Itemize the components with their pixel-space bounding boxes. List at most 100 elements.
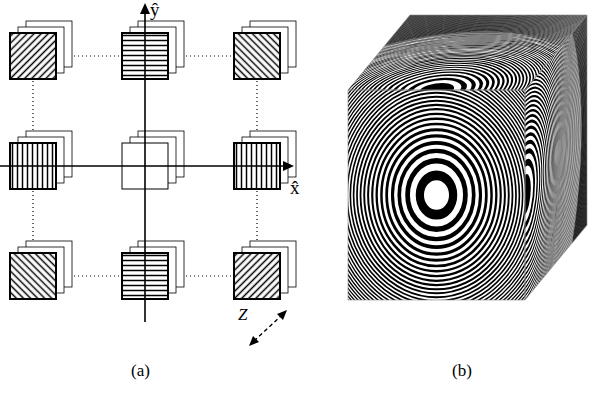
zone-ring [232, 0, 604, 401]
zone-ring [461, 0, 588, 401]
zone-ring [264, 0, 604, 400]
zone-ring [454, 0, 595, 401]
z-direction-arrow [249, 310, 287, 346]
zone-ring [455, 0, 595, 401]
zone-ring [325, 63, 547, 327]
zone-ring [221, 0, 604, 401]
zone-ring [462, 0, 588, 401]
grating-stack [10, 21, 72, 79]
zone-ring [286, 16, 588, 374]
axis-label: Z [238, 306, 247, 325]
zone-ring [420, 175, 453, 214]
zone-ring [250, 0, 604, 401]
zone-ring [328, 66, 545, 324]
ring-cube [155, 0, 604, 401]
zone-ring [237, 0, 604, 401]
zone-ring [248, 0, 604, 401]
zone-ring [357, 101, 516, 290]
zone-ring [350, 93, 522, 297]
zone-ring [462, 0, 587, 401]
zone-ring [456, 0, 593, 401]
zone-ring [270, 0, 603, 392]
zone-ring [265, 0, 604, 398]
zone-ring [377, 124, 497, 266]
zone-ring [341, 82, 531, 308]
zone-ring [238, 0, 604, 401]
axis-label: ŷ [150, 0, 160, 21]
panel-label: (a) [131, 362, 150, 381]
panel-label: (b) [452, 362, 472, 381]
zone-ring [338, 79, 534, 312]
grating-stack [10, 241, 72, 299]
zone-ring [272, 0, 602, 391]
zone-ring [456, 0, 594, 401]
zone-ring [210, 0, 604, 401]
zone-ring [216, 0, 604, 401]
zone-ring [455, 0, 594, 401]
zone-ring [354, 97, 520, 294]
zone-ring [195, 14, 604, 165]
zone-ring [240, 0, 604, 401]
zone-ring [344, 86, 529, 305]
zone-ring [284, 14, 589, 376]
grating-stack [234, 131, 296, 189]
zone-ring [244, 0, 604, 401]
zone-ring [211, 0, 604, 401]
zone-ring [318, 55, 555, 336]
zone-ring [453, 0, 597, 401]
zone-ring [364, 109, 509, 281]
zone-ring [234, 0, 604, 401]
zone-ring [166, 5, 604, 175]
zone-ring [170, 6, 604, 173]
zone-ring [243, 0, 604, 401]
zone-ring [463, 0, 587, 401]
zone-ring [230, 0, 604, 401]
zone-ring [222, 0, 604, 401]
zone-ring [399, 151, 473, 239]
zone-ring [219, 0, 604, 401]
zone-ring [267, 0, 604, 396]
zone-ring [273, 1, 599, 388]
zone-ring [260, 0, 604, 401]
zone-ring [226, 0, 604, 401]
zone-ring [193, 14, 604, 167]
zone-ring [278, 8, 594, 383]
zone-ring [316, 52, 557, 338]
zone-ring [392, 143, 480, 247]
zone-ring [463, 0, 586, 401]
zone-ring [259, 0, 604, 401]
zone-ring [256, 0, 604, 401]
zone-ring [215, 0, 604, 401]
zone-ring [229, 0, 604, 401]
zone-ring [311, 47, 561, 344]
zone-ring [453, 0, 596, 401]
zone-ring [246, 0, 604, 401]
zone-ring [457, 0, 594, 401]
zone-ring [217, 0, 604, 401]
zone-ring [277, 5, 596, 384]
zone-ring [372, 119, 501, 272]
grating-stack [122, 131, 184, 189]
zone-ring [282, 12, 591, 379]
zone-ring [168, 6, 604, 175]
axis [0, 3, 294, 322]
zone-ring [220, 0, 604, 401]
zone-ring [461, 0, 589, 401]
zone-ring [247, 0, 604, 401]
zone-ring [333, 72, 540, 318]
zone-ring [225, 0, 604, 401]
zone-ring [236, 0, 604, 401]
zone-ring [336, 75, 538, 314]
zone-ring [323, 60, 550, 330]
zone-ring [314, 49, 560, 341]
zone-ring [452, 0, 597, 401]
grating-stack [122, 241, 184, 299]
zone-ring [280, 10, 593, 381]
zone-ring [212, 0, 604, 401]
grating-stack [234, 21, 296, 79]
zone-ring [321, 57, 553, 332]
zone-ring [162, 4, 604, 176]
grating-stack [10, 131, 72, 189]
zone-ring [408, 161, 466, 230]
